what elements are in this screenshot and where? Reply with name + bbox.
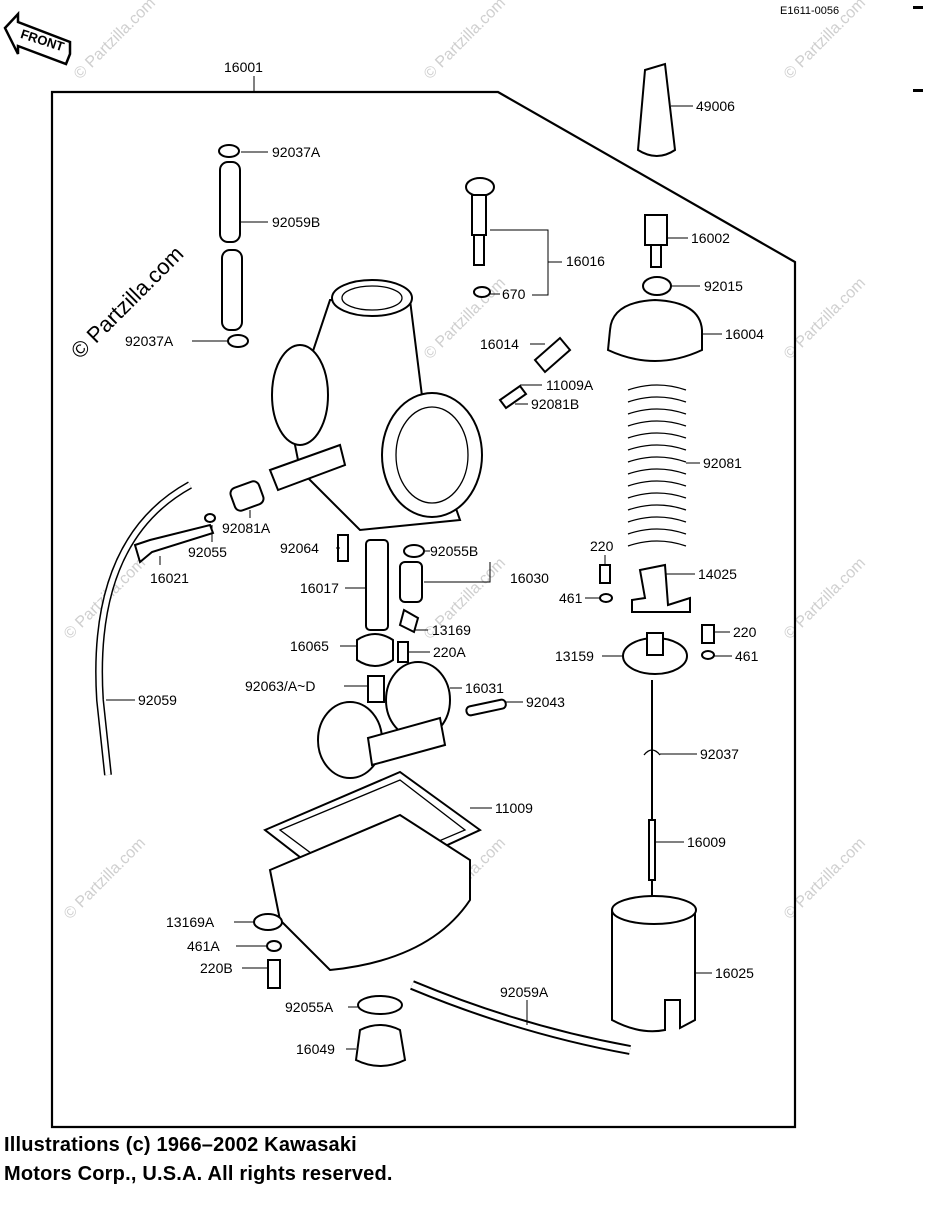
part-label: 92055B — [430, 543, 478, 559]
part-label: 92055A — [285, 999, 334, 1015]
main-jet-part — [367, 675, 385, 703]
choke-knob-part — [465, 177, 495, 197]
part-label: 92059A — [500, 984, 549, 1000]
part-label: 92043 — [526, 694, 565, 710]
part-label: 16065 — [290, 638, 329, 654]
part-label: 16002 — [691, 230, 730, 246]
washer-part — [266, 940, 282, 952]
bracket-part — [631, 563, 691, 613]
washer-part — [701, 650, 715, 660]
nut-part — [642, 276, 672, 296]
part-labels: 16001 49006 92037A 92059B 16016 670 1600… — [125, 59, 764, 1057]
washer-part — [599, 593, 613, 603]
part-label: 16014 — [480, 336, 519, 352]
screw-part — [701, 624, 715, 644]
part-label: 220B — [200, 960, 233, 976]
part-label: 16004 — [725, 326, 764, 342]
adjuster-part — [644, 214, 668, 246]
part-label: 92059 — [138, 692, 177, 708]
part-label: 11009A — [546, 377, 594, 393]
washer-part — [204, 513, 216, 523]
spring-part — [498, 384, 528, 410]
part-label: 16017 — [300, 580, 339, 596]
part-label: 16016 — [566, 253, 605, 269]
spring-part — [229, 480, 265, 512]
adjuster-stem-part — [650, 244, 662, 268]
part-label: 49006 — [696, 98, 735, 114]
clip-part — [227, 334, 249, 348]
screw-part — [397, 641, 409, 663]
o-ring-part — [357, 995, 403, 1015]
watermark: © Partzilla.com — [61, 835, 149, 923]
part-label: 92037A — [125, 333, 174, 349]
part-label: 16031 — [465, 680, 504, 696]
air-screw-part — [533, 336, 572, 374]
float-valve-part — [399, 561, 423, 603]
clip-part — [398, 608, 420, 634]
part-label: 461 — [735, 648, 759, 664]
jet-holder-part — [356, 633, 394, 667]
watermark: © Partzilla.com — [71, 0, 159, 83]
float-part — [317, 661, 451, 779]
float-pin-part — [465, 698, 507, 717]
drain-plug-part — [354, 1024, 407, 1067]
part-label: 16009 — [687, 834, 726, 850]
o-ring-part — [403, 544, 425, 558]
watermark: © Partzilla.com — [421, 0, 509, 83]
needle-jet-part — [365, 539, 389, 631]
diagram-code: E1611-0056 — [780, 5, 839, 17]
copyright-line-2: Motors Corp., U.S.A. All rights reserved… — [4, 1163, 393, 1185]
carb-cap-part — [606, 298, 703, 362]
part-label: 92063/A~D — [245, 678, 315, 694]
leader-lines — [106, 105, 732, 1050]
part-label: 461A — [187, 938, 220, 954]
part-label: 16025 — [715, 965, 754, 981]
carburetor-body-part — [268, 279, 483, 532]
part-label: 14025 — [698, 566, 737, 582]
part-label: 92081A — [222, 520, 271, 536]
part-label: 13159 — [555, 648, 594, 664]
clip-part — [218, 144, 240, 158]
tube-lower-part — [221, 249, 243, 331]
tube-upper-part — [219, 161, 241, 243]
rubber-cap-part — [636, 62, 677, 157]
throttle-spring-part — [626, 384, 688, 547]
part-label: 92081 — [703, 455, 742, 471]
part-label: 13169 — [432, 622, 471, 638]
front-arrow-badge: FRONT — [3, 10, 72, 66]
float-bowl-part — [268, 813, 471, 972]
idle-screw-part — [133, 523, 215, 564]
part-label: 13169A — [166, 914, 215, 930]
o-ring-part — [473, 286, 491, 298]
part-label: 220 — [590, 538, 614, 554]
screw-part — [599, 564, 611, 584]
plate-part — [253, 913, 283, 931]
part-label: 16030 — [510, 570, 549, 586]
part-label: 92037 — [700, 746, 739, 762]
part-label: 92037A — [272, 144, 321, 160]
part-label: 16049 — [296, 1041, 335, 1057]
part-label: 92059B — [272, 214, 320, 230]
part-label: 220 — [733, 624, 757, 640]
copyright-line-1: Illustrations (c) 1966–2002 Kawasaki — [4, 1134, 357, 1156]
part-label: 16021 — [150, 570, 189, 586]
part-label: 92055 — [188, 544, 227, 560]
edge-mark — [913, 89, 923, 92]
screw-part — [267, 959, 281, 989]
choke-rod-part — [473, 234, 485, 266]
part-label: 16001 — [224, 59, 263, 75]
drain-tube-part — [410, 982, 631, 1053]
part-label: 92064 — [280, 540, 319, 556]
assembly-frame — [50, 90, 797, 1129]
part-label: 92081B — [531, 396, 579, 412]
part-label: 461 — [559, 590, 583, 606]
part-label: 11009 — [495, 800, 533, 816]
choke-plunger-part — [471, 194, 487, 236]
edge-mark — [913, 6, 923, 9]
fuel-tube-part — [96, 482, 192, 776]
part-label: 670 — [502, 286, 526, 302]
part-label: 220A — [433, 644, 466, 660]
part-label: 92015 — [704, 278, 743, 294]
